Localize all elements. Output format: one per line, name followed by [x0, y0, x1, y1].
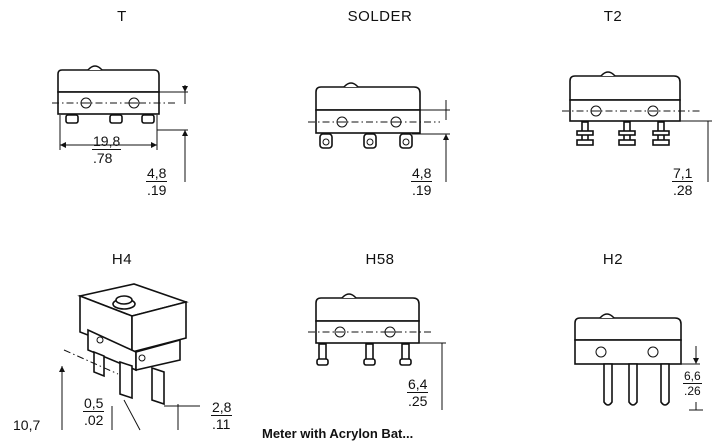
- t-width-dimension: 19,8 .78: [92, 133, 122, 166]
- h4-pin-thk-in: .02: [84, 412, 104, 428]
- t2-pin-mm: 7,1: [672, 165, 694, 182]
- switch-h2-drawing: [574, 313, 703, 411]
- t-width-in: .78: [93, 150, 113, 166]
- label-t: T: [117, 8, 127, 25]
- t-pin-in: .19: [147, 182, 167, 198]
- switch-h4-drawing: [59, 283, 200, 431]
- solder-pin-dimension: 4,8 .19: [411, 165, 433, 198]
- label-h58: H58: [365, 251, 395, 268]
- t2-pin-dimension: 7,1 .28: [672, 165, 694, 198]
- h4-pin-w-in: .11: [212, 416, 231, 432]
- switch-t2-drawing: [562, 71, 712, 182]
- h4-height-mm: 10,7: [13, 417, 41, 433]
- t-width-mm: 19,8: [92, 133, 122, 150]
- h4-pin-thickness-dimension: 0,5 .02: [83, 395, 105, 428]
- h4-height-dimension: 10,7: [12, 418, 41, 433]
- h2-pin-mm: 6,6: [683, 369, 702, 384]
- h2-pin-in: .26: [684, 384, 701, 398]
- switch-t-drawing: [52, 65, 188, 182]
- h2-pin-dimension: 6,6 .26: [683, 370, 702, 397]
- h58-pin-in: .25: [408, 393, 428, 409]
- solder-pin-in: .19: [412, 182, 432, 198]
- solder-pin-mm: 4,8: [411, 165, 433, 182]
- switch-h58-drawing: [308, 293, 446, 410]
- h4-pin-w-mm: 2,8: [211, 399, 233, 416]
- t-pin-dimension: 4,8 .19: [146, 165, 168, 198]
- t-pin-mm: 4,8: [146, 165, 168, 182]
- h4-pin-thk-mm: 0,5: [83, 395, 105, 412]
- label-h2: H2: [602, 251, 624, 268]
- label-t2: T2: [603, 8, 623, 25]
- h58-pin-dimension: 6,4 .25: [407, 376, 429, 409]
- label-solder: SOLDER: [347, 8, 413, 25]
- switch-solder-drawing: [308, 82, 450, 182]
- h58-pin-mm: 6,4: [407, 376, 429, 393]
- h4-pin-width-dimension: 2,8 .11: [211, 399, 233, 432]
- label-h4: H4: [111, 251, 133, 268]
- t2-pin-in: .28: [673, 182, 693, 198]
